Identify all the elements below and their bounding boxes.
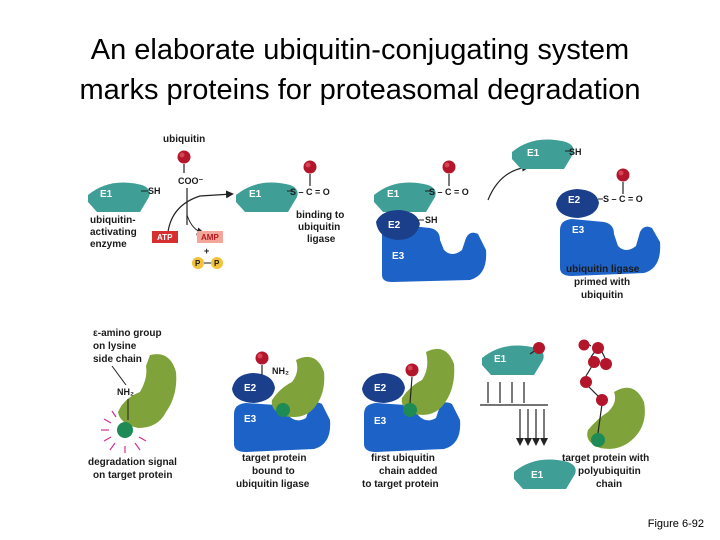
binding-line-1: binding to [296, 210, 344, 221]
target-protein-free [101, 354, 177, 453]
title-line-2: marks proteins for proteasomal degradati… [79, 74, 641, 106]
carboxylate-label: COO⁻ [178, 176, 204, 186]
e2-label-step3: E2 [388, 220, 401, 231]
thioester-label-step2: S – C = O [290, 187, 330, 197]
binding-line-2: ubiquitin [298, 222, 340, 233]
e2-sh-label-step3: SH [425, 215, 438, 225]
first-chain-line-2: chain added [379, 466, 437, 477]
atp-label: ATP [157, 233, 173, 242]
plus-sign: + [204, 246, 209, 256]
polyubiquitin-chain [578, 339, 612, 434]
e1-label: E1 [100, 189, 113, 200]
e1-label-step3: E1 [387, 189, 400, 200]
e3-label-step3: E3 [392, 251, 405, 262]
figure-number: Figure 6-92 [647, 518, 704, 530]
e1-label-step2: E1 [249, 189, 262, 200]
amp-release-arrow [186, 214, 205, 236]
target-bound-ligase: E3 E2 [232, 351, 331, 452]
target-bound-line-2: bound to [252, 466, 295, 477]
phosphate-label-1: P [195, 259, 201, 268]
first-chain-line-3: to target protein [362, 479, 439, 490]
poly-line-2: polyubiquitin [578, 466, 641, 477]
primed-line-1: ubiquitin ligase [566, 264, 640, 275]
e1-enzyme-released: E1 SH [512, 139, 582, 169]
activating-line-3: enzyme [90, 239, 127, 250]
target-bound-caption: target protein bound to ubiquitin ligase [236, 453, 310, 490]
poly-line-3: chain [596, 479, 622, 490]
primed-caption: ubiquitin ligase primed with ubiquitin [566, 264, 640, 301]
e1-release-arrow [487, 163, 530, 201]
e1-sh-label: SH [148, 186, 161, 196]
epsilon-line-3: side chain [93, 354, 142, 365]
slide-title: An elaborate ubiquitin-conjugating syste… [0, 30, 720, 110]
binding-caption: binding to ubiquitin ligase [296, 210, 344, 245]
atp-box: ATP [152, 231, 178, 243]
lysine-nh2-label: NH₂ [117, 387, 134, 397]
degradation-signal-glow [101, 410, 147, 453]
epsilon-amino-caption: ε-amino group on lysine side chain [93, 328, 162, 365]
epsilon-line-2: on lysine [93, 341, 137, 352]
activating-line-1: ubiquitin- [90, 215, 136, 226]
phosphate-label-2: P [214, 259, 220, 268]
thioester-label-step3: S – C = O [429, 187, 469, 197]
primed-ubiquitin-ligase: E3 E2 S – C = O [556, 168, 661, 276]
title-line-1: An elaborate ubiquitin-conjugating syste… [90, 34, 630, 66]
amp-box: AMP [197, 231, 223, 243]
ubiquitin-label: ubiquitin [163, 134, 205, 145]
epsilon-line-1: ε-amino group [93, 328, 162, 339]
polyubiquitin-target [578, 339, 645, 449]
e3-label-first: E3 [374, 416, 387, 427]
activating-line-2: activating [90, 227, 137, 238]
degradation-line-1: degradation signal [88, 457, 177, 468]
target-bound-line-3: ubiquitin ligase [236, 479, 310, 490]
e1-ubiquitin-thioester: E1 S – C = O [236, 160, 330, 212]
activation-arrow [167, 190, 234, 233]
e2-label-primed: E2 [568, 195, 581, 206]
first-chain-line-1: first ubiquitin [371, 453, 435, 464]
e2-label-first: E2 [374, 383, 387, 394]
e1-enzyme-cycle-bottom: E1 [514, 459, 576, 489]
degradation-caption: degradation signal on target protein [88, 457, 177, 481]
e1-label-cycle-top: E1 [494, 354, 507, 365]
degradation-line-2: on target protein [93, 470, 172, 481]
e1-ubiquitin-with-e2-e3: E1 S – C = O E3 E2 SH [374, 160, 487, 282]
e1-enzyme-cycle-top: E1 [482, 342, 545, 375]
thioester-label-primed: S – C = O [603, 194, 643, 204]
primed-line-3: ubiquitin [581, 290, 623, 301]
activating-enzyme-caption: ubiquitin- activating enzyme [90, 215, 137, 250]
poly-caption: target protein with polyubiquitin chain [562, 453, 649, 490]
primed-line-2: primed with [574, 277, 630, 288]
amp-label: AMP [201, 233, 219, 242]
e1-label-released: E1 [527, 148, 540, 159]
pyrophosphate-icon: P P [192, 257, 223, 269]
e1-label-cycle-bottom: E1 [531, 470, 544, 481]
e1-enzyme-free: E1 SH [88, 182, 161, 212]
poly-line-1: target protein with [562, 453, 649, 464]
first-ubiquitin-added: E3 E2 [362, 348, 461, 452]
binding-line-3: ligase [307, 234, 336, 245]
first-chain-caption: first ubiquitin chain added to target pr… [362, 453, 439, 490]
repeated-rounds-arrows [480, 382, 548, 446]
e2-label-bound: E2 [244, 383, 257, 394]
e3-label-bound: E3 [244, 414, 257, 425]
target-bound-line-1: target protein [242, 453, 306, 464]
e3-label-primed: E3 [572, 225, 585, 236]
ubiquitin-icon [177, 150, 191, 173]
nh2-label-bound: NH₂ [272, 366, 289, 376]
epsilon-pointer-line [111, 365, 127, 386]
e1-sh-label-released: SH [569, 147, 582, 157]
